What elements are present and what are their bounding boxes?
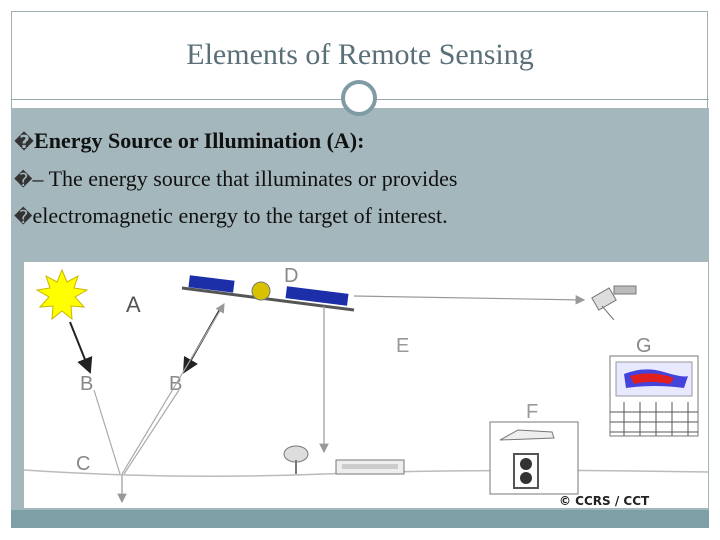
- bullet-text: Energy Source or Illumination (A):: [34, 128, 365, 153]
- bullet-marker: �: [14, 207, 33, 228]
- remote-sensing-diagram: A D B B C E: [23, 262, 709, 508]
- label-b-1: B: [80, 373, 93, 395]
- diagram-svg: A D B B C E: [23, 265, 709, 508]
- label-a: A: [126, 292, 141, 317]
- label-e: E: [396, 335, 409, 357]
- label-f: F: [526, 401, 538, 423]
- divider-circle-ornament: [341, 80, 377, 116]
- bullet-description-2: �electromagnetic energy to the target of…: [14, 203, 448, 229]
- receiving-satellite-icon: [591, 285, 637, 321]
- slide-title: Elements of Remote Sensing: [186, 38, 534, 71]
- ground-station-icon: [283, 445, 405, 475]
- label-g: G: [636, 335, 652, 357]
- bullet-marker: �: [14, 170, 33, 191]
- application-display-icon: [609, 355, 699, 437]
- label-c: C: [76, 453, 90, 475]
- sun-icon: [35, 268, 89, 321]
- label-d: D: [284, 265, 298, 287]
- processing-workstation-icon: [489, 421, 579, 495]
- bullet-text: electromagnetic energy to the target of …: [32, 203, 448, 228]
- bullet-marker: �: [14, 132, 35, 153]
- bullet-description-1: �– The energy source that illuminates or…: [14, 166, 458, 192]
- copyright-text: © CCRS / CCT: [559, 494, 650, 508]
- bullet-energy-source: �Energy Source or Illumination (A):: [14, 128, 364, 154]
- satellite-icon: [181, 275, 355, 312]
- footer-strip: [11, 510, 709, 528]
- bullet-text: – The energy source that illuminates or …: [32, 166, 458, 191]
